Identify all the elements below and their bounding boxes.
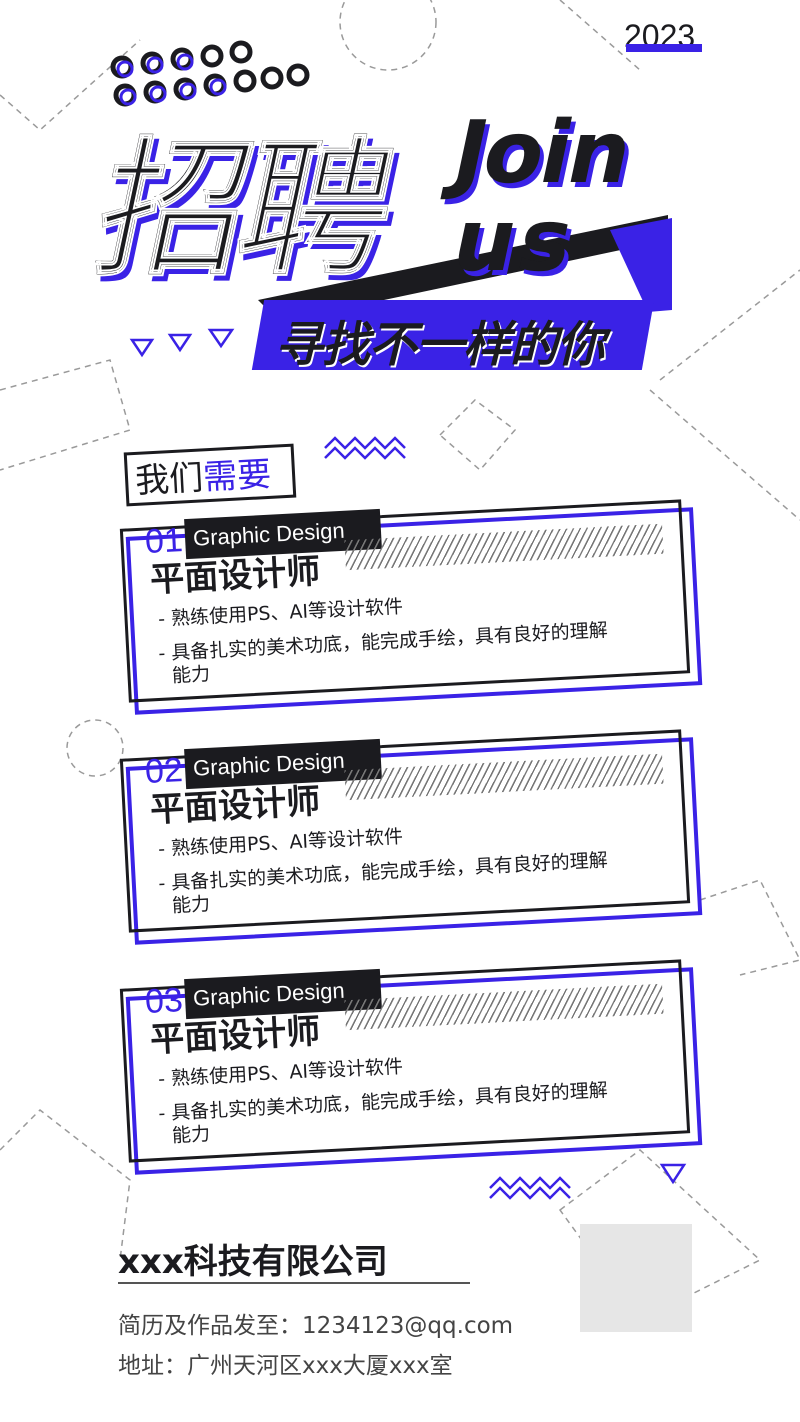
dashed-line-top-left <box>0 39 141 132</box>
job-card: 02 Graphic Design 平面设计师 - 熟练使用PS、AI等设计软件… <box>0 722 800 952</box>
dashed-circle-top <box>339 0 437 71</box>
company-name: xxx科技有限公司 <box>118 1242 388 1282</box>
dot-ring-accent <box>149 85 167 103</box>
dot-ring <box>203 73 227 97</box>
company-divider <box>118 1282 470 1284</box>
dot-ring <box>229 40 253 64</box>
job-title: 平面设计师 <box>149 781 322 831</box>
dot-ring-accent <box>146 56 164 74</box>
slogan-text: 寻找不一样的你 <box>271 317 615 373</box>
title-english-join: Join <box>444 103 640 203</box>
title-english-us: us <box>444 191 587 291</box>
dot-ring <box>200 44 224 68</box>
dashed-line-right-2 <box>649 389 800 521</box>
dot-ring <box>233 69 257 93</box>
address-line: 地址：广州天河区xxx大厦xxx室 <box>118 1353 453 1379</box>
dashed-line-bottom-left <box>0 1109 131 1261</box>
dot-ring <box>140 51 164 75</box>
dot-ring-accent <box>179 82 197 100</box>
triangle-icon <box>167 333 193 353</box>
zigzag-decoration <box>489 1176 571 1190</box>
dot-ring-accent <box>176 53 194 71</box>
title-chinese: 招聘 <box>81 122 404 298</box>
dot-ring <box>113 83 137 107</box>
dashed-shape-left <box>0 359 131 471</box>
dot-ring-accent <box>119 88 137 106</box>
job-requirement: 能力 <box>171 1123 211 1147</box>
dot-ring-accent <box>209 78 227 96</box>
job-card: 03 Graphic Design 平面设计师 - 熟练使用PS、AI等设计软件… <box>0 952 800 1182</box>
dashed-line-right-1 <box>659 269 800 381</box>
title-underline-black <box>258 215 668 322</box>
triangle-icon <box>207 328 235 349</box>
zigzag-decoration <box>489 1186 571 1200</box>
dashed-diamond <box>438 399 517 472</box>
dot-ring <box>110 55 134 79</box>
job-title: 平面设计师 <box>149 551 322 601</box>
dot-ring <box>286 63 310 87</box>
zigzag-decoration <box>324 436 406 450</box>
dot-ring-accent <box>116 60 134 78</box>
job-requirement: 能力 <box>171 893 211 917</box>
triangle-icon <box>659 1163 687 1185</box>
job-card: 01 Graphic Design 平面设计师 - 熟练使用PS、AI等设计软件… <box>0 492 800 722</box>
qr-code-placeholder <box>580 1224 692 1332</box>
year-underline <box>626 44 702 52</box>
title-side-bar <box>610 218 672 312</box>
job-requirement: 能力 <box>171 663 211 687</box>
dot-ring <box>170 47 194 71</box>
dot-ring <box>260 66 284 90</box>
job-title: 平面设计师 <box>149 1011 322 1061</box>
dashed-circle-left <box>66 719 124 777</box>
triangle-icon <box>129 338 155 358</box>
dashed-line-top-right <box>559 0 641 71</box>
resume-email-line: 简历及作品发至：1234123@qq.com <box>118 1313 514 1339</box>
dot-ring <box>143 80 167 104</box>
zigzag-decoration <box>324 446 406 460</box>
dot-ring <box>173 77 197 101</box>
